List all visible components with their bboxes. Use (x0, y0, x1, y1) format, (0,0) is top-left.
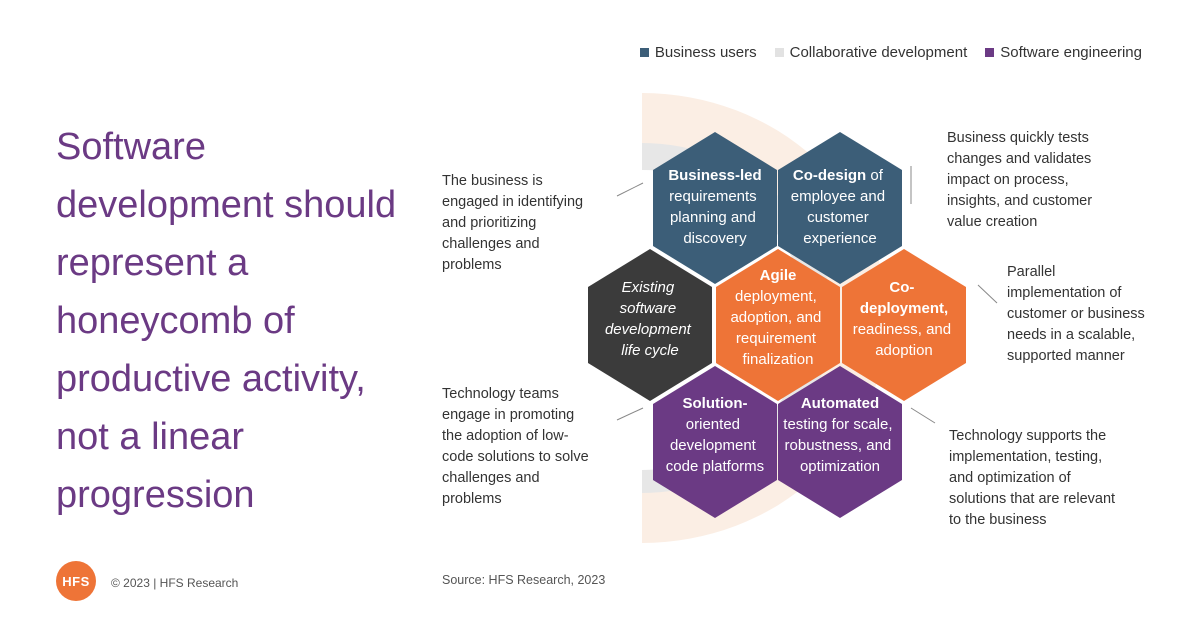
legend-item-software-engineering: Software engineering (985, 44, 1142, 61)
hex-bold: Co-design (793, 167, 866, 184)
hex-bold: Business-led (668, 167, 761, 184)
annotation-business-engaged: The business is engaged in identifying a… (442, 173, 584, 273)
hexagon-agile (716, 249, 840, 401)
legend-swatch-engineering (985, 48, 995, 57)
hex-bold: Solution- (683, 395, 748, 412)
hexagon-business-led-text: Business-led (668, 167, 761, 184)
copyright: © 2023 | HFS Research (111, 576, 239, 590)
legend-item-business-users: Business users (639, 44, 757, 61)
legend: Business users Collaborative development… (639, 44, 1142, 61)
hex-bold: Automated (801, 395, 879, 412)
hexagon-co-deployment (842, 249, 966, 401)
hfs-logo: HFS (56, 561, 96, 601)
hexagon-co-design-text: Co-design of employee and customer exper… (791, 167, 889, 247)
legend-swatch-collaborative (774, 48, 784, 57)
hexagon-co-deployment-rest: readiness, and adoption (853, 321, 956, 359)
annotation-parallel: Parallel implementation of customer or b… (1007, 264, 1145, 364)
connector-line-technology-teams (616, 407, 644, 421)
legend-swatch-business (639, 48, 649, 57)
annotation-technology-teams: Technology teams engage in promoting the… (442, 386, 589, 507)
legend-label: Collaborative development (789, 44, 968, 61)
connector-line-business-engaged (616, 182, 644, 197)
annotation-business-tests: Business quickly tests changes and valid… (947, 130, 1093, 230)
hexagon-agile-rest: deployment, adoption, and requirement fi… (730, 288, 825, 368)
source-note: Source: HFS Research, 2023 (442, 573, 606, 587)
hexagon-automated-rest: testing for scale, robustness, and optim… (783, 416, 896, 475)
hexagon-solution-text: Solution- (683, 395, 748, 412)
hexagon-automated (778, 366, 902, 518)
annotation-technology-supports: Technology supports the implementation, … (949, 428, 1116, 528)
legend-item-collaborative: Collaborative development (774, 44, 968, 61)
hexagon-co-design (778, 132, 902, 284)
hex-bold: Agile (760, 267, 797, 284)
hexagon-existing (588, 249, 712, 401)
hexagon-automated-text: Automated (801, 395, 879, 412)
hexagon-co-deployment-text: Co- deployment, (860, 279, 948, 317)
headline: Software development should represent a … (56, 126, 397, 516)
connector-line-parallel (977, 284, 998, 304)
hexagon-solution (653, 366, 777, 518)
hexagon-existing-text: Existing software development life cycle (605, 279, 695, 359)
hexagon-solution-rest: oriented development code platforms (666, 416, 764, 475)
legend-label: Software engineering (1000, 44, 1142, 61)
hexagon-business-led (653, 132, 777, 284)
hexagon-business-led-rest: requirements planning and discovery (669, 188, 761, 247)
connector-line-technology-supports (910, 407, 936, 424)
hexagon-agile-text: Agile (760, 267, 797, 284)
legend-label: Business users (654, 44, 757, 61)
